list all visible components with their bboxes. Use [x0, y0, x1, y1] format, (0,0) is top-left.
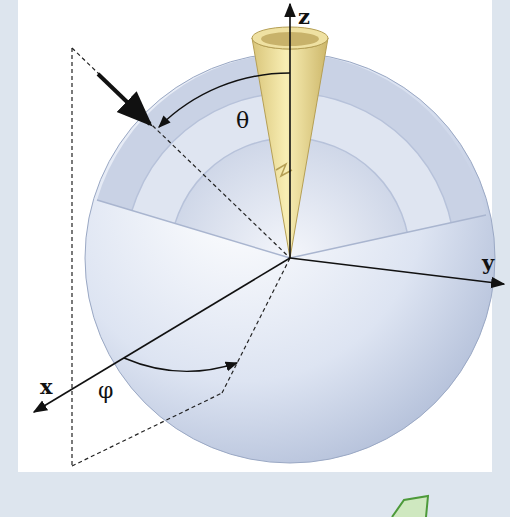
construction-lines	[72, 48, 290, 466]
axes	[34, 4, 504, 412]
phi-arc	[124, 358, 237, 371]
axis-label: y	[482, 252, 494, 273]
axis-label: x	[40, 376, 53, 397]
axis-label: z	[298, 6, 310, 27]
fragment	[392, 496, 428, 517]
angle-label: φ	[98, 380, 113, 402]
direction-arrow	[98, 74, 150, 124]
angle-label: θ	[236, 110, 249, 132]
theta-arc	[159, 73, 290, 127]
cutaway	[60, 30, 510, 423]
